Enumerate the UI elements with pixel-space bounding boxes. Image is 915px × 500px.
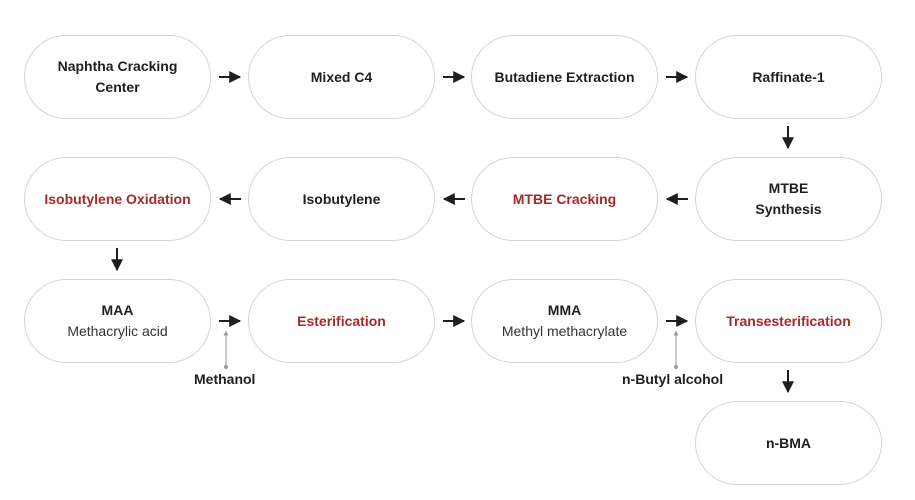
node-label: Esterification <box>297 312 386 329</box>
node-label: Transesterification <box>726 312 851 329</box>
node-label: Butadiene Extraction <box>494 68 635 85</box>
node-mtbe-synthesis: MTBE Synthesis <box>695 157 882 241</box>
node-butadiene-extraction: Butadiene Extraction <box>471 35 658 119</box>
node-transesterification: Transesterification <box>695 279 882 363</box>
connector-dot-methanol <box>224 365 228 369</box>
node-esterification: Esterification <box>248 279 435 363</box>
node-label: MTBE Cracking <box>512 190 617 207</box>
node-label: MMA <box>547 302 582 318</box>
node-mtbe-cracking: MTBE Cracking <box>471 157 658 241</box>
node-maa: MAA Methacrylic acid <box>24 279 211 363</box>
input-label-methanol: Methanol <box>194 371 256 387</box>
node-label: Isobutylene <box>302 190 381 207</box>
node-label: Mixed C4 <box>310 68 373 85</box>
node-label: Isobutylene Oxidation <box>44 190 191 207</box>
node-mma: MMA Methyl methacrylate <box>471 279 658 363</box>
node-sublabel: Methacrylic acid <box>67 323 168 339</box>
input-label-n-butyl-alcohol: n-Butyl alcohol <box>622 371 724 387</box>
node-n-bma: n-BMA <box>695 401 882 485</box>
node-label: n-BMA <box>765 434 812 451</box>
node-naphtha-cracking-center: Naphtha Cracking Center <box>24 35 211 119</box>
node-isobutylene: Isobutylene <box>248 157 435 241</box>
node-label: Naphtha Cracking Center <box>57 58 178 95</box>
node-isobutylene-oxidation: Isobutylene Oxidation <box>24 157 211 241</box>
node-raffinate-1: Raffinate-1 <box>695 35 882 119</box>
node-sublabel: Methyl methacrylate <box>501 323 628 339</box>
node-label: MTBE Synthesis <box>755 180 822 217</box>
node-label: Raffinate-1 <box>752 68 825 85</box>
node-label: MAA <box>101 302 134 318</box>
connector-dot-n-butyl-alcohol <box>674 365 678 369</box>
node-mixed-c4: Mixed C4 <box>248 35 435 119</box>
